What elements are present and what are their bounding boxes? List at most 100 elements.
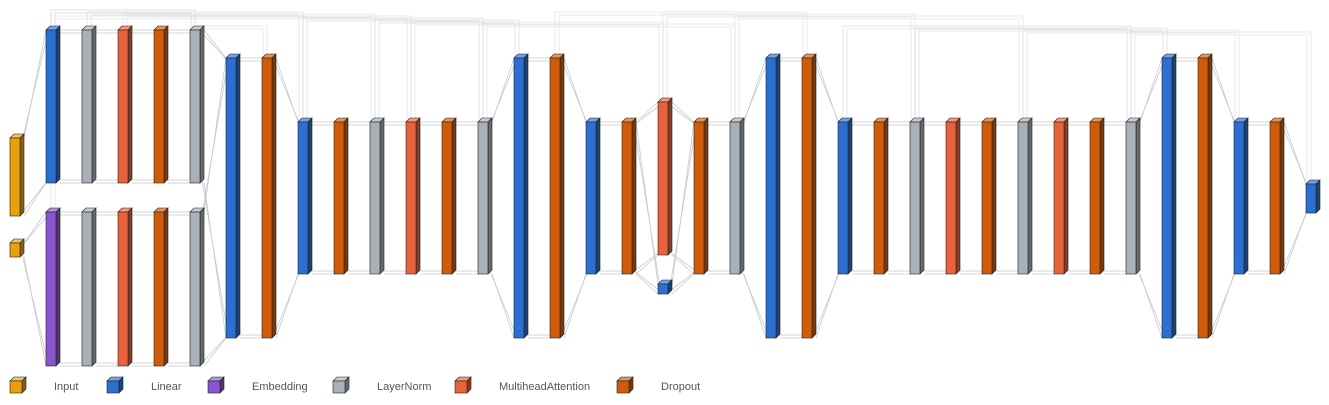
- block-dropout: [1197, 53, 1213, 339]
- skip-d2-f2: [554, 11, 808, 58]
- connector-e3-e4: [706, 121, 732, 275]
- block-linear: [45, 25, 61, 184]
- block-layernorm: [477, 117, 493, 275]
- connector-e4-f1: [741, 57, 769, 339]
- connector-f7-f8: [994, 121, 1020, 275]
- connector-f3-f4: [850, 121, 876, 275]
- connector-g4-g5: [1281, 121, 1309, 275]
- block-multiheadattention: [1053, 117, 1069, 275]
- block-dropout: [549, 53, 565, 339]
- block-dropout: [981, 117, 997, 275]
- block-linear: [1161, 53, 1177, 339]
- block-dropout: [333, 117, 349, 275]
- block-multiheadattention: [945, 117, 961, 275]
- block-linear: [297, 117, 313, 275]
- block-layernorm: [81, 25, 97, 184]
- connector-f10-f11: [1102, 121, 1128, 275]
- block-embedding: [45, 207, 61, 367]
- connector-f11-g1: [1137, 57, 1165, 339]
- skip-connections: [50, 9, 1312, 212]
- connector-a3-a4: [130, 29, 156, 184]
- connector-c2-c3: [273, 57, 301, 339]
- block-layernorm: [1017, 117, 1033, 275]
- skip-c6-e1: [410, 21, 664, 122]
- connector-a5-c1: [201, 29, 229, 339]
- block-multiheadattention: [657, 97, 673, 256]
- connector-c3-c4: [310, 121, 336, 275]
- block-dropout: [441, 117, 457, 275]
- connector-a1-a2: [58, 29, 84, 184]
- block-linear: [765, 53, 781, 339]
- legend-swatch-layernorm: [332, 376, 350, 394]
- connector-g2-g3: [1209, 57, 1237, 339]
- block-layernorm: [189, 207, 205, 367]
- connector-d2-d3: [561, 57, 589, 339]
- connector-f5-f6: [922, 121, 948, 275]
- connector-a4-a5: [166, 29, 192, 184]
- block-linear: [225, 53, 241, 339]
- connector-a2-a3: [94, 29, 120, 184]
- connector-c8-d1: [489, 57, 517, 339]
- skip-c5-d1: [374, 19, 520, 122]
- legend-swatch-input: [9, 376, 27, 394]
- connector-f4-f5: [886, 121, 912, 275]
- connector-d4-e1: [633, 101, 661, 275]
- skip-a5-c2: [194, 25, 268, 58]
- block-dropout: [801, 53, 817, 339]
- block-dropout: [153, 25, 169, 184]
- connector-b4-b5: [166, 211, 192, 367]
- block-dropout: [1269, 117, 1285, 275]
- legend-item-linear: Linear: [106, 376, 182, 394]
- block-dropout: [621, 117, 637, 275]
- block-multiheadattention: [117, 207, 133, 367]
- skip-f3-f11: [842, 25, 1132, 122]
- connector-g1-g2: [1174, 57, 1200, 339]
- legend-item-dropout: Dropout: [616, 376, 700, 394]
- block-dropout: [693, 117, 709, 275]
- skip-f11-g5: [1130, 31, 1312, 184]
- connector-in1-a1: [21, 29, 49, 217]
- connector-c4-c5: [346, 121, 372, 275]
- block-layernorm: [729, 117, 745, 275]
- connector-b1-b2: [58, 211, 84, 367]
- connector-e1-e3: [669, 101, 697, 275]
- legend-label: Linear: [151, 381, 182, 393]
- legend-swatch-linear: [106, 376, 124, 394]
- legend-swatch-multiheadattention: [454, 376, 472, 394]
- legend-item-layernorm: LayerNorm: [332, 376, 431, 394]
- legend-label: MultiheadAttention: [499, 381, 590, 393]
- connector-e2-e3: [669, 121, 697, 295]
- connector-c6-c7: [418, 121, 444, 275]
- legend-label: Embedding: [252, 381, 308, 393]
- skip-f5-g1: [914, 27, 1168, 122]
- block-linear: [837, 117, 853, 275]
- block-dropout: [873, 117, 889, 275]
- layer-blocks: [9, 25, 1321, 367]
- connector-b5-c1: [201, 57, 229, 367]
- block-input: [9, 133, 25, 217]
- legend-label: LayerNorm: [377, 381, 431, 393]
- connector-b3-b4: [130, 211, 156, 367]
- connectors: [21, 29, 1309, 367]
- skip-c3-c8: [302, 17, 484, 122]
- block-layernorm: [909, 117, 925, 275]
- connector-d4-e2: [633, 121, 661, 295]
- block-linear: [513, 53, 529, 339]
- block-layernorm: [189, 25, 205, 184]
- legend-item-embedding: Embedding: [207, 376, 308, 394]
- block-linear: [1305, 179, 1321, 214]
- legend-label: Dropout: [661, 381, 700, 393]
- block-linear: [1233, 117, 1249, 275]
- connector-d1-d2: [526, 57, 552, 339]
- connector-c1-c2: [238, 57, 264, 339]
- block-linear: [585, 117, 601, 275]
- block-dropout: [153, 207, 169, 367]
- connector-f8-f9: [1030, 121, 1056, 275]
- connector-f6-f7: [958, 121, 984, 275]
- block-linear: [657, 279, 673, 295]
- block-layernorm: [1125, 117, 1141, 275]
- connector-c5-c6: [382, 121, 408, 275]
- block-multiheadattention: [117, 25, 133, 184]
